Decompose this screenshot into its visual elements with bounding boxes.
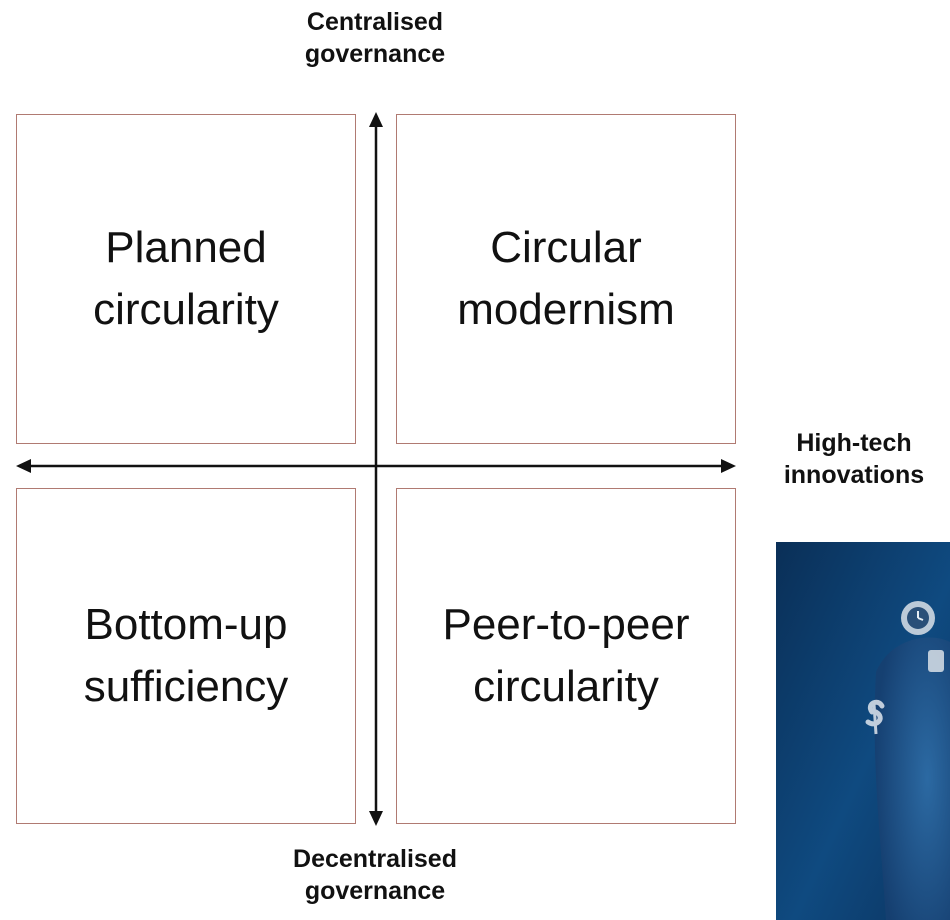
quadrant-bottom-up-sufficiency: Bottom-up sufficiency <box>16 488 356 824</box>
quadrant-label: Circular modernism <box>457 223 675 334</box>
axis-label-decentralised-governance: Decentralised governance <box>293 845 457 905</box>
quadrant-peer-to-peer-circularity: Peer-to-peer circularity <box>396 488 736 824</box>
arrow-right-icon <box>721 459 736 473</box>
arrow-left-icon <box>16 459 31 473</box>
quadrant-label: Peer-to-peer circularity <box>442 600 690 711</box>
axis-label-centralised-governance: Centralised governance <box>304 8 446 68</box>
arrow-up-icon <box>369 112 383 127</box>
quadrant-circular-modernism: Circular modernism <box>396 114 736 444</box>
axis-label-high-tech-innovations: High-tech innovations <box>783 429 925 489</box>
quadrant-label: Bottom-up sufficiency <box>83 600 289 711</box>
clock-icon <box>901 601 935 635</box>
decorative-photo <box>776 542 950 920</box>
arrow-down-icon <box>369 811 383 826</box>
quadrant-label: Planned circularity <box>93 223 279 334</box>
dollar-icon <box>865 699 885 735</box>
quadrant-planned-circularity: Planned circularity <box>16 114 356 444</box>
